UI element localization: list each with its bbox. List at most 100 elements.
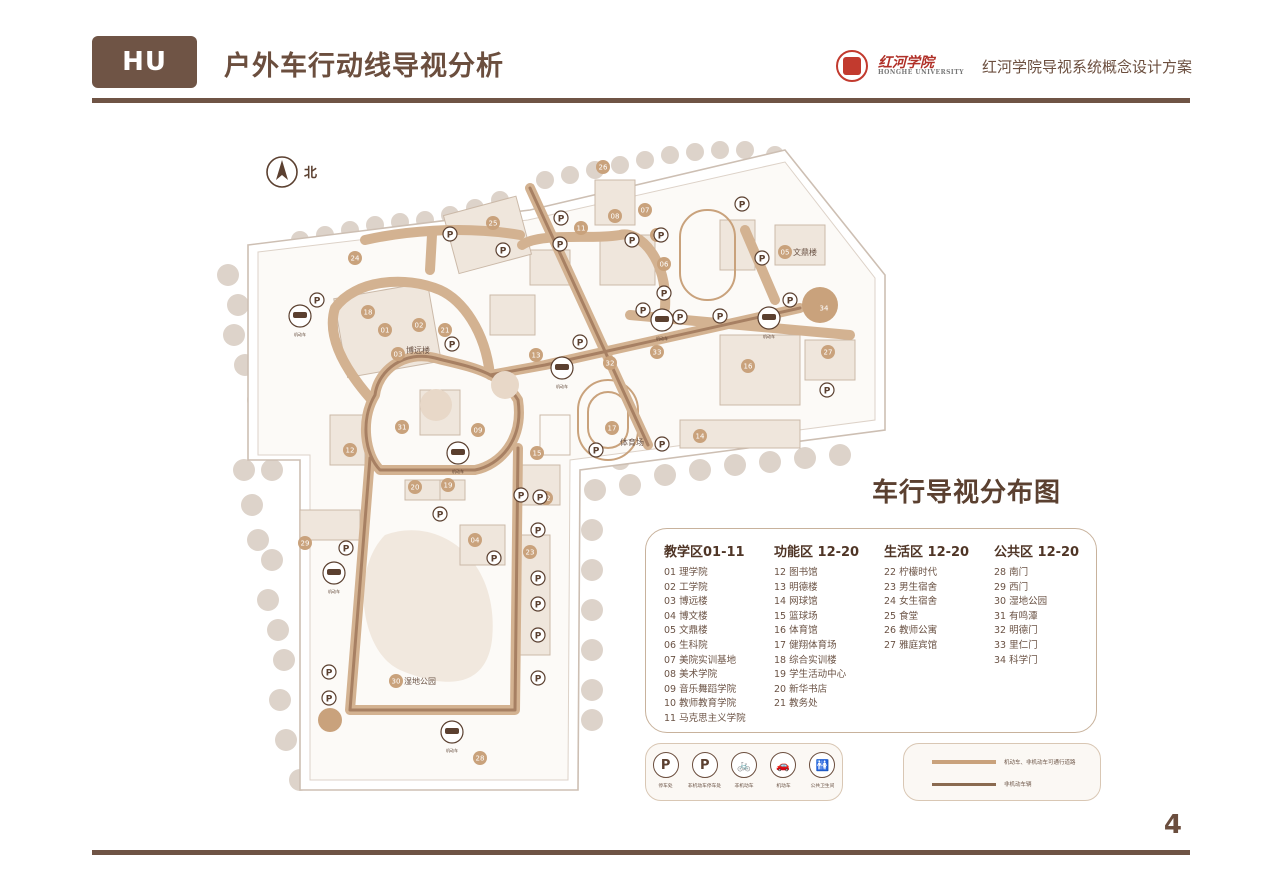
svg-text:31: 31 [398,424,407,432]
svg-text:P: P [640,307,647,317]
svg-text:P: P [824,387,831,397]
place-label-stadium: 体育场 [620,437,644,447]
svg-text:P: P [557,241,564,251]
svg-text:21: 21 [441,327,450,335]
svg-text:07: 07 [641,207,650,215]
svg-text:机动车: 机动车 [294,331,306,337]
svg-text:12: 12 [346,447,355,455]
svg-text:P: P [449,341,456,351]
svg-text:08: 08 [611,213,620,221]
legend-bicycle: 🚲 非机动车 [727,752,761,789]
parking-letters: P P P P P P P P P P P P P P P P P P P P P P P P P P P… [314,201,831,705]
svg-text:33: 33 [653,349,662,357]
restroom-icon: 🚻 [809,752,836,778]
svg-text:P: P [661,290,668,300]
svg-text:P: P [447,231,454,241]
page-title: 户外车行动线导视分析 [224,51,504,82]
header-rule [92,98,1190,103]
svg-text:P: P [326,669,333,679]
svg-text:32: 32 [606,360,615,368]
svg-text:28: 28 [476,755,485,763]
svg-text:机动车: 机动车 [452,468,464,474]
route-legend: 机动车、非机动车可通行道路 非机动车辆 [903,743,1101,801]
mixed-parking-icon: P [691,752,718,778]
svg-text:P: P [717,313,724,323]
north-label: 北 [304,166,317,181]
svg-text:19: 19 [444,482,453,490]
svg-text:05: 05 [781,249,790,257]
svg-text:06: 06 [660,261,669,269]
svg-text:01: 01 [381,327,390,335]
footer-rule [92,850,1190,855]
svg-text:15: 15 [533,450,542,458]
svg-text:13: 13 [532,352,541,360]
bicycle-icon: 🚲 [730,752,757,778]
route-legend-non-vehicle: 非机动车辆 [932,780,1032,788]
svg-text:P: P [535,675,542,685]
svg-text:机动车: 机动车 [328,588,340,594]
svg-text:P: P [535,601,542,611]
svg-text:18: 18 [364,309,373,317]
svg-text:机动车: 机动车 [556,383,568,389]
svg-text:16: 16 [744,363,753,371]
svg-text:29: 29 [301,540,310,548]
svg-text:P: P [500,247,507,257]
svg-text:P: P [739,201,746,211]
svg-text:03: 03 [394,351,403,359]
brand-block: 红河学院 HONGHE UNIVERSITY 红河学院导视系统概念设计方案 [836,50,1192,82]
icon-legend: P 停车处 P 非机动车停车处 🚲 非机动车 🚗 机动车 🚻 公共卫生间 [645,743,843,801]
svg-text:P: P [658,232,665,242]
svg-text:P: P [537,494,544,504]
svg-text:34: 34 [820,305,829,313]
svg-text:26: 26 [599,164,608,172]
legend-parking: P 停车处 [649,752,683,789]
legend-car: 🚗 机动车 [766,752,800,789]
svg-text:P: P [558,215,565,225]
svg-text:P: P [535,632,542,642]
svg-text:P: P [535,527,542,537]
svg-text:P: P [326,695,333,705]
svg-text:17: 17 [608,425,617,433]
svg-text:机动车: 机动车 [446,747,458,753]
parking-icon: P [652,752,679,778]
school-name: 红河学院 HONGHE UNIVERSITY [878,55,964,76]
place-label-wetland: 湿地公园 [404,676,436,686]
svg-text:P: P [343,545,350,555]
section-title: 车行导视分布图 [872,478,1062,508]
route-legend-vehicle: 机动车、非机动车可通行道路 [932,758,1076,766]
hu-badge: HU [92,36,197,88]
svg-text:02: 02 [415,322,424,330]
legend-restroom: 🚻 公共卫生间 [805,752,839,789]
svg-text:机动车: 机动车 [763,333,775,339]
svg-text:23: 23 [526,549,535,557]
place-label-boyuan: 博远楼 [406,345,430,355]
svg-text:24: 24 [351,255,360,263]
svg-text:P: P [787,297,794,307]
svg-text:P: P [518,492,525,502]
svg-text:P: P [491,555,498,565]
svg-text:P: P [759,255,766,265]
svg-text:机动车: 机动车 [656,335,668,341]
wetland-park-area [363,530,493,682]
svg-text:P: P [535,575,542,585]
svg-text:P: P [437,511,444,521]
north-arrow-icon [266,156,298,188]
car-icon: 🚗 [770,752,797,778]
svg-text:25: 25 [489,220,498,228]
svg-text:P: P [314,297,321,307]
svg-text:P: P [577,339,584,349]
svg-text:P: P [629,237,636,247]
svg-text:27: 27 [824,349,833,357]
page-number: 4 [1163,810,1182,840]
svg-text:30: 30 [392,678,401,686]
svg-text:20: 20 [411,484,420,492]
svg-text:P: P [659,441,666,451]
svg-text:P: P [677,314,684,324]
place-label-wending: 文鼎楼 [793,247,817,257]
